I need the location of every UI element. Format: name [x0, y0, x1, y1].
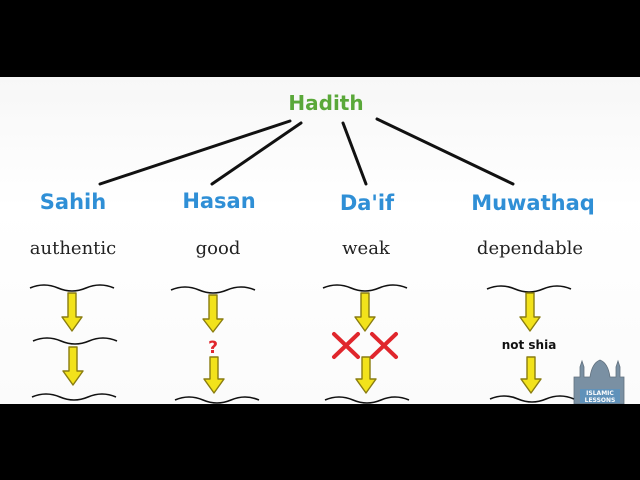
wave-line	[324, 396, 410, 404]
root-label: Hadith	[288, 91, 363, 115]
category-label-hasan: Hasan	[182, 189, 255, 213]
wave-line	[29, 284, 115, 292]
cross-icon	[332, 332, 360, 359]
down-arrow-icon	[520, 356, 542, 394]
diagram-stage: Hadith Sahih Hasan Da'if Muwathaq authen…	[0, 77, 640, 404]
connector-line-daif	[341, 121, 368, 186]
category-label-sahih: Sahih	[40, 190, 106, 214]
meaning-daif: weak	[342, 238, 391, 259]
wave-line	[174, 396, 260, 404]
connector-line-sahih	[98, 119, 292, 186]
meaning-muwathaq: dependable	[477, 238, 583, 259]
wave-line	[322, 284, 408, 292]
connector-line-hasan	[210, 121, 303, 186]
down-arrow-icon	[202, 294, 224, 333]
letterbox-top	[0, 0, 640, 77]
down-arrow-icon	[62, 346, 84, 386]
logo-text-line1: ISLAMIC	[586, 390, 614, 397]
note-not-shia: not shia	[502, 338, 557, 352]
wave-line	[486, 285, 572, 293]
meaning-sahih: authentic	[30, 238, 116, 259]
down-arrow-icon	[355, 356, 377, 394]
category-label-muwathaq: Muwathaq	[471, 191, 595, 215]
cross-icon	[370, 332, 398, 359]
wave-line	[31, 393, 117, 401]
wave-line	[170, 286, 256, 294]
connector-line-muwathaq	[375, 117, 515, 186]
wave-line	[32, 337, 118, 345]
down-arrow-icon	[61, 292, 83, 332]
wave-line	[489, 395, 575, 403]
down-arrow-icon	[203, 356, 225, 394]
category-label-daif: Da'if	[340, 191, 395, 215]
logo-text-line2: LESSONS	[585, 397, 616, 404]
islamic-lessons-logo: ISLAMIC LESSONS	[573, 359, 625, 404]
question-mark: ?	[208, 338, 218, 358]
hadith-classification-diagram: Hadith Sahih Hasan Da'if Muwathaq authen…	[29, 91, 625, 404]
down-arrow-icon	[354, 292, 376, 332]
meaning-hasan: good	[196, 238, 241, 259]
letterbox-bottom	[0, 404, 640, 480]
down-arrow-icon	[519, 292, 541, 332]
